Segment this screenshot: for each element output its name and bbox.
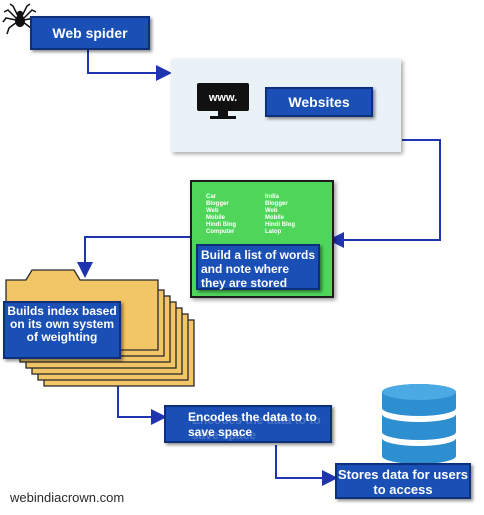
web-spider-box: Web spider xyxy=(30,16,150,50)
word-list-right: India Blogger Web Mobile Hindi Blog Lato… xyxy=(265,194,321,236)
connector-spider-to-websites xyxy=(87,50,172,81)
connector-websites-to-wordlist xyxy=(328,139,441,248)
build-list-box: Build a list of words and note where the… xyxy=(196,244,320,290)
word-list-left: Car Blogger Web Mobile Hindi Blog Comput… xyxy=(206,194,262,236)
word-item: Web xyxy=(206,208,219,214)
word-item: Latop xyxy=(265,229,282,235)
monitor-text: www. xyxy=(208,92,238,104)
connector-index-to-encode xyxy=(117,385,167,425)
word-item: Hindi Blog xyxy=(265,222,295,228)
word-item: India xyxy=(265,194,280,200)
stores-data-box: Stores data for users to access xyxy=(335,463,471,499)
database-icon xyxy=(378,384,460,466)
word-item: Blogger xyxy=(265,201,288,207)
encodes-echo-text: Encodes the data to to save space xyxy=(192,413,321,442)
websites-box: Websites xyxy=(265,87,373,117)
encodes-text: Encodes the data to to save space xyxy=(188,410,317,439)
word-item: Web xyxy=(265,208,278,214)
monitor-icon xyxy=(196,82,250,120)
word-item: Mobile xyxy=(206,215,225,221)
connector-wordlist-to-index xyxy=(77,236,195,278)
footer-credit: webindiacrown.com xyxy=(10,490,125,505)
word-item: Car xyxy=(206,194,217,200)
word-item: Hindi Blog xyxy=(206,222,236,228)
connector-encode-to-store xyxy=(275,445,338,486)
word-item: Blogger xyxy=(206,201,229,207)
builds-index-box: Builds index based on its own system of … xyxy=(3,301,121,359)
encodes-box: Encodes the data to to save space Encode… xyxy=(164,405,332,443)
spider-icon xyxy=(2,2,38,36)
word-item: Computer xyxy=(206,229,235,235)
word-item: Mobile xyxy=(265,215,284,221)
